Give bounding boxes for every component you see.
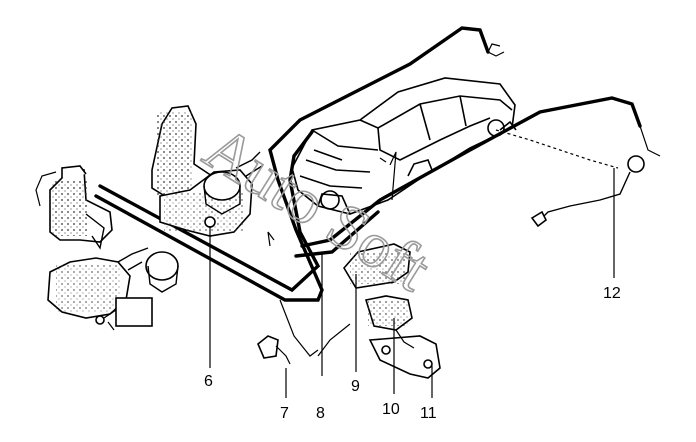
valve-block (343, 243, 411, 289)
wires (35, 43, 661, 357)
callout-11: 11 (420, 405, 437, 422)
callout-8: 8 (316, 405, 325, 422)
callouts: 6 7 8 9 10 11 12 (204, 285, 621, 422)
callout-6: 6 (204, 373, 213, 390)
sensor-12 (530, 155, 645, 228)
callout-12: 12 (603, 285, 621, 302)
pipe-lines (94, 26, 642, 302)
mount-bracket (364, 295, 441, 379)
callout-7: 7 (280, 405, 289, 422)
callout-9: 9 (351, 378, 360, 395)
callout-10: 10 (382, 401, 400, 418)
pump-assembly-left (47, 247, 179, 331)
leader-lines (209, 168, 615, 398)
sensor-7 (257, 335, 291, 365)
reservoir-left (49, 165, 113, 250)
pump-assembly-center (159, 151, 263, 237)
